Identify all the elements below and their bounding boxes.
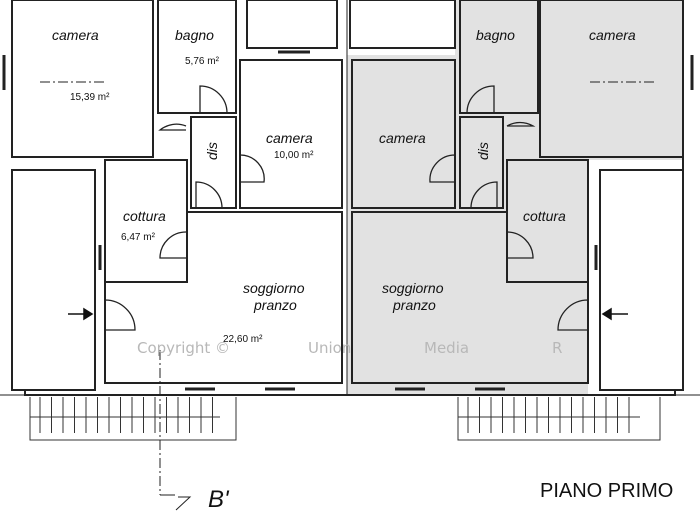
room-area: 6,47 m² bbox=[121, 232, 156, 243]
section-line bbox=[40, 81, 655, 511]
room-area: 10,00 m² bbox=[274, 150, 314, 161]
doors bbox=[104, 85, 589, 331]
room-area: 22,60 m² bbox=[223, 334, 263, 345]
room-label: pranzo bbox=[253, 297, 297, 313]
room-area: 5,76 m² bbox=[185, 56, 220, 67]
plan-title: PIANO PRIMO bbox=[540, 480, 673, 502]
room-label: camera bbox=[589, 27, 636, 43]
watermark-text: Union bbox=[308, 339, 351, 357]
room-label: cottura bbox=[123, 208, 166, 224]
right-unit-walls bbox=[349, 0, 684, 391]
room-label: bagno bbox=[175, 27, 214, 43]
watermark-text: R bbox=[552, 339, 562, 357]
room-label: camera bbox=[379, 130, 426, 146]
stairs bbox=[29, 397, 661, 441]
room-label: soggiorno bbox=[243, 280, 305, 296]
room-label: soggiorno bbox=[382, 280, 444, 296]
room-label: pranzo bbox=[392, 297, 436, 313]
watermark-text: Media bbox=[424, 339, 469, 357]
room-label: bagno bbox=[476, 27, 515, 43]
room-label: camera bbox=[52, 27, 99, 43]
watermark-text: Copyright © bbox=[137, 339, 230, 357]
room-area: 15,39 m² bbox=[70, 92, 110, 103]
room-label: cottura bbox=[523, 208, 566, 224]
room-label: dis bbox=[475, 142, 491, 160]
entry-arrow-icons bbox=[68, 307, 628, 321]
windows bbox=[2, 50, 694, 391]
room-label: camera bbox=[266, 130, 313, 146]
left-unit-walls bbox=[11, 0, 343, 391]
section-marker: B' bbox=[208, 486, 230, 513]
room-label: dis bbox=[204, 142, 220, 160]
